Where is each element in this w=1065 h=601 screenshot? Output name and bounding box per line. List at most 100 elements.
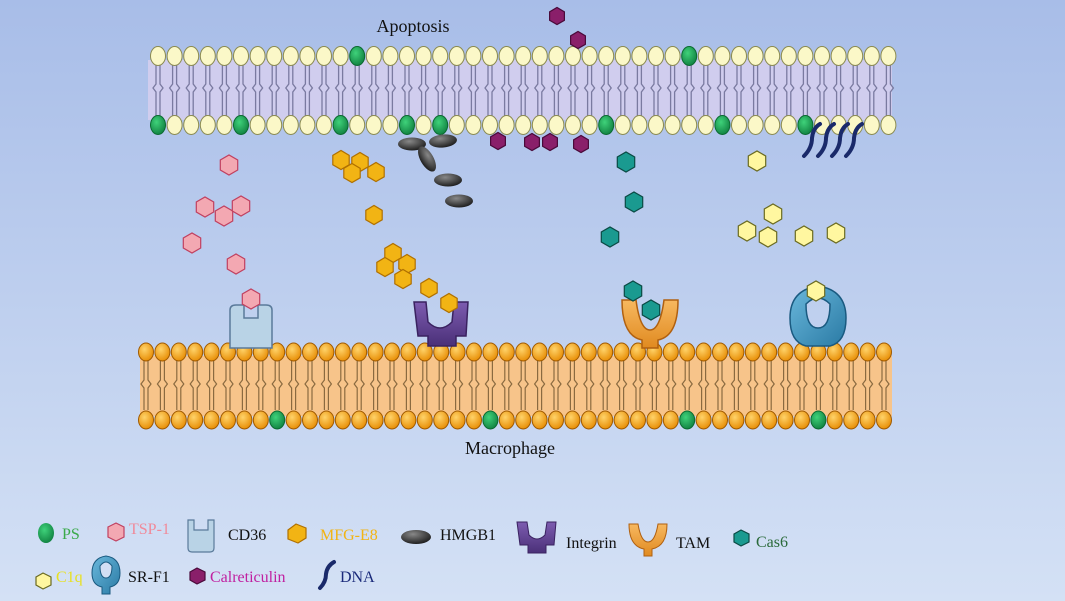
lipid-head — [170, 410, 187, 430]
lipid-head — [266, 115, 283, 135]
lipid-head — [498, 410, 515, 430]
ps-head — [399, 115, 415, 135]
lipid-head — [285, 410, 302, 430]
lipid-head — [580, 410, 597, 430]
lipid-head — [233, 46, 249, 66]
lipid-head — [199, 115, 216, 135]
lipid-head — [797, 46, 814, 66]
hmgb1-molecule — [418, 146, 436, 172]
lipid-head — [154, 342, 171, 362]
lipid-head — [252, 410, 269, 430]
lipid-head — [365, 115, 382, 135]
tsp1-molecule — [231, 195, 251, 217]
cd36-receptor — [229, 304, 273, 349]
lipid-head — [285, 342, 302, 362]
ps-head — [681, 46, 698, 66]
lipid-head — [712, 410, 728, 430]
lipid-head — [351, 410, 368, 430]
tsp1-molecule — [226, 253, 246, 275]
lipid-head — [747, 46, 764, 66]
ps-icon — [38, 523, 54, 543]
cas6-icon — [733, 529, 750, 547]
lipid-head — [367, 410, 384, 430]
ps-head — [810, 410, 827, 430]
lipid-head — [744, 342, 761, 362]
lipid-head — [662, 410, 679, 430]
lipid-head — [515, 410, 532, 430]
legend-label-hmgb1: HMGB1 — [440, 527, 496, 544]
lipid-head — [203, 410, 220, 430]
mfge8-molecule — [367, 161, 385, 183]
lipid-head — [662, 342, 679, 362]
legend-label-tsp1: TSP-1 — [129, 521, 170, 538]
legend-label-calreticulin: Calreticulin — [210, 569, 286, 586]
lipid-head — [777, 342, 794, 362]
lipid-head — [448, 46, 465, 66]
lipid-head — [384, 410, 400, 430]
macrophage-membrane — [138, 342, 892, 430]
lipid-head — [664, 46, 681, 66]
lipid-head — [564, 342, 581, 362]
lipid-head — [367, 342, 384, 362]
lipid-head — [302, 342, 318, 362]
lipid-head — [565, 115, 581, 135]
ps-head — [349, 46, 366, 66]
lipid-head — [266, 46, 283, 66]
legend-label-dna: DNA — [340, 569, 375, 586]
lipid-head — [482, 342, 499, 362]
lipid-head — [826, 410, 843, 430]
cd36-icon — [187, 519, 215, 553]
lipid-head — [216, 115, 233, 135]
lipid-head — [236, 410, 253, 430]
lipid-head — [648, 115, 664, 135]
lipid-head — [876, 342, 892, 362]
integrin-icon — [516, 521, 557, 554]
lipid-head — [282, 46, 299, 66]
lipid-head — [761, 410, 778, 430]
lipid-head — [170, 342, 187, 362]
lipid-head — [847, 46, 864, 66]
lipid-head — [863, 46, 880, 66]
lipid-head — [863, 115, 880, 135]
cas6-molecule — [641, 299, 661, 321]
lipid-head — [712, 342, 728, 362]
c1q-molecule — [794, 225, 814, 247]
lipid-head — [548, 115, 565, 135]
cas6-molecule — [600, 226, 620, 248]
lipid-head — [580, 342, 597, 362]
cas6-molecule — [623, 280, 643, 302]
lipid-head — [598, 46, 615, 66]
lipid-head — [220, 410, 236, 430]
legend-label-tam: TAM — [676, 535, 710, 552]
c1q-molecule — [737, 220, 757, 242]
mfge8-molecule — [365, 204, 383, 226]
ps-head — [797, 115, 814, 135]
lipid-head — [282, 115, 299, 135]
lipid-head — [449, 342, 466, 362]
lipid-head — [416, 342, 433, 362]
lipid-head — [648, 46, 664, 66]
lipid-head — [482, 46, 498, 66]
lipid-head — [531, 46, 548, 66]
lipid-head — [199, 46, 216, 66]
lipid-head — [843, 342, 860, 362]
lipid-head — [482, 115, 498, 135]
lipid-head — [203, 342, 220, 362]
hmgb1-molecule — [429, 134, 457, 148]
lipid-head — [764, 46, 781, 66]
lipid-head — [597, 342, 614, 362]
legend-label-integrin: Integrin — [566, 535, 617, 552]
lipid-head — [531, 342, 548, 362]
lipid-head — [400, 342, 417, 362]
ps-head — [332, 115, 349, 135]
lipid-head — [728, 342, 745, 362]
lipid-head — [714, 46, 731, 66]
lipid-head — [747, 115, 764, 135]
lipid-head — [465, 46, 482, 66]
lipid-head — [269, 342, 286, 362]
tsp1-icon — [107, 522, 125, 542]
lipid-head — [498, 46, 515, 66]
legend-label-ps: PS — [62, 526, 80, 543]
tsp1-molecule — [241, 288, 261, 310]
lipid-head — [216, 46, 233, 66]
